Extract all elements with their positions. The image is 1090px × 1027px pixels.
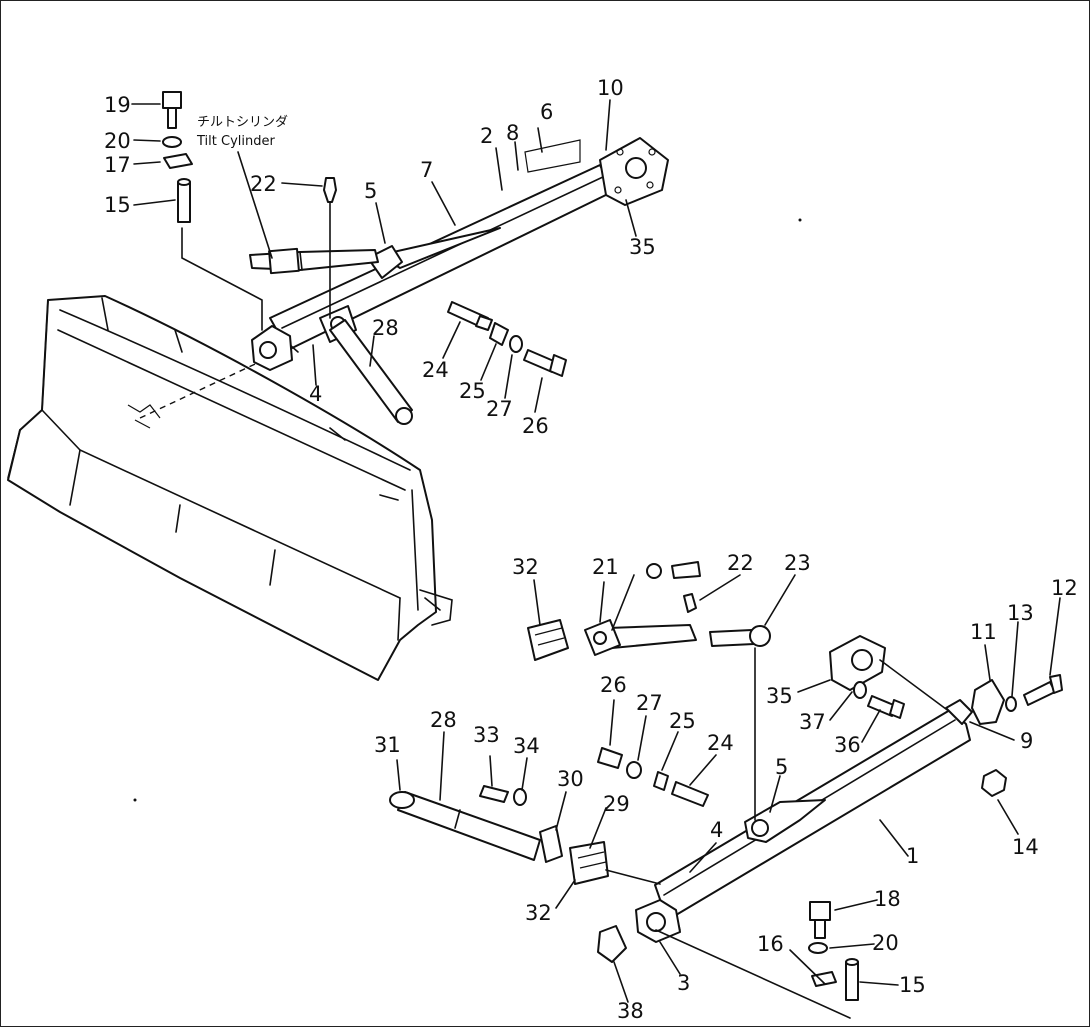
callout-30: 30 (557, 767, 584, 791)
callout-3: 3 (677, 971, 690, 995)
callout-17: 17 (104, 153, 131, 177)
callout-10: 10 (597, 76, 624, 100)
callout-27: 27 (486, 397, 513, 421)
callout-26: 26 (522, 414, 549, 438)
callout-24: 24 (422, 358, 449, 382)
callout-35: 35 (766, 684, 793, 708)
callout-4: 4 (309, 382, 322, 406)
callout-27: 27 (636, 691, 663, 715)
callout-1: 1 (906, 844, 919, 868)
callout-26: 26 (600, 673, 627, 697)
note-japanese: チルトシリンダ (197, 115, 288, 130)
callout-6: 6 (540, 100, 553, 124)
callout-25: 25 (669, 709, 696, 733)
callout-20: 20 (104, 129, 131, 153)
callout-21: 21 (592, 555, 619, 579)
callout-7: 7 (420, 158, 433, 182)
callout-23: 23 (784, 551, 811, 575)
upper-frame-assembly (131, 91, 669, 425)
callout-5: 5 (364, 179, 377, 203)
callout-5: 5 (775, 755, 788, 779)
callout-33: 33 (473, 723, 500, 747)
callout-4: 4 (710, 818, 723, 842)
callout-36: 36 (834, 733, 861, 757)
callout-14: 14 (1012, 835, 1039, 859)
callout-29: 29 (603, 792, 630, 816)
callout-35: 35 (629, 235, 656, 259)
callout-8: 8 (506, 121, 519, 145)
callout-13: 13 (1007, 601, 1034, 625)
callout-16: 16 (757, 932, 784, 956)
dashed-leader (139, 357, 269, 419)
callout-19: 19 (104, 93, 131, 117)
callout-22: 22 (727, 551, 754, 575)
callout-24: 24 (707, 731, 734, 755)
lower-frame-assembly (389, 561, 1063, 1019)
callout-22: 22 (250, 172, 277, 196)
callout-32-upper: 32 (512, 555, 539, 579)
callout-28: 28 (430, 708, 457, 732)
callout-15: 15 (104, 193, 131, 217)
note-english: Tilt Cylinder (196, 134, 275, 149)
callout-20: 20 (872, 931, 899, 955)
callout-15: 15 (899, 973, 926, 997)
callout-37: 37 (799, 710, 826, 734)
dozer-blade (7, 295, 453, 681)
callout-28: 28 (372, 316, 399, 340)
callout-18: 18 (874, 887, 901, 911)
callout-32-lower: 32 (525, 901, 552, 925)
callout-2: 2 (480, 124, 493, 148)
callout-25: 25 (459, 379, 486, 403)
callout-12: 12 (1051, 576, 1078, 600)
callout-34: 34 (513, 734, 540, 758)
callout-31: 31 (374, 733, 401, 757)
callout-9: 9 (1020, 729, 1033, 753)
callout-11: 11 (970, 620, 997, 644)
callout-38: 38 (617, 999, 644, 1023)
